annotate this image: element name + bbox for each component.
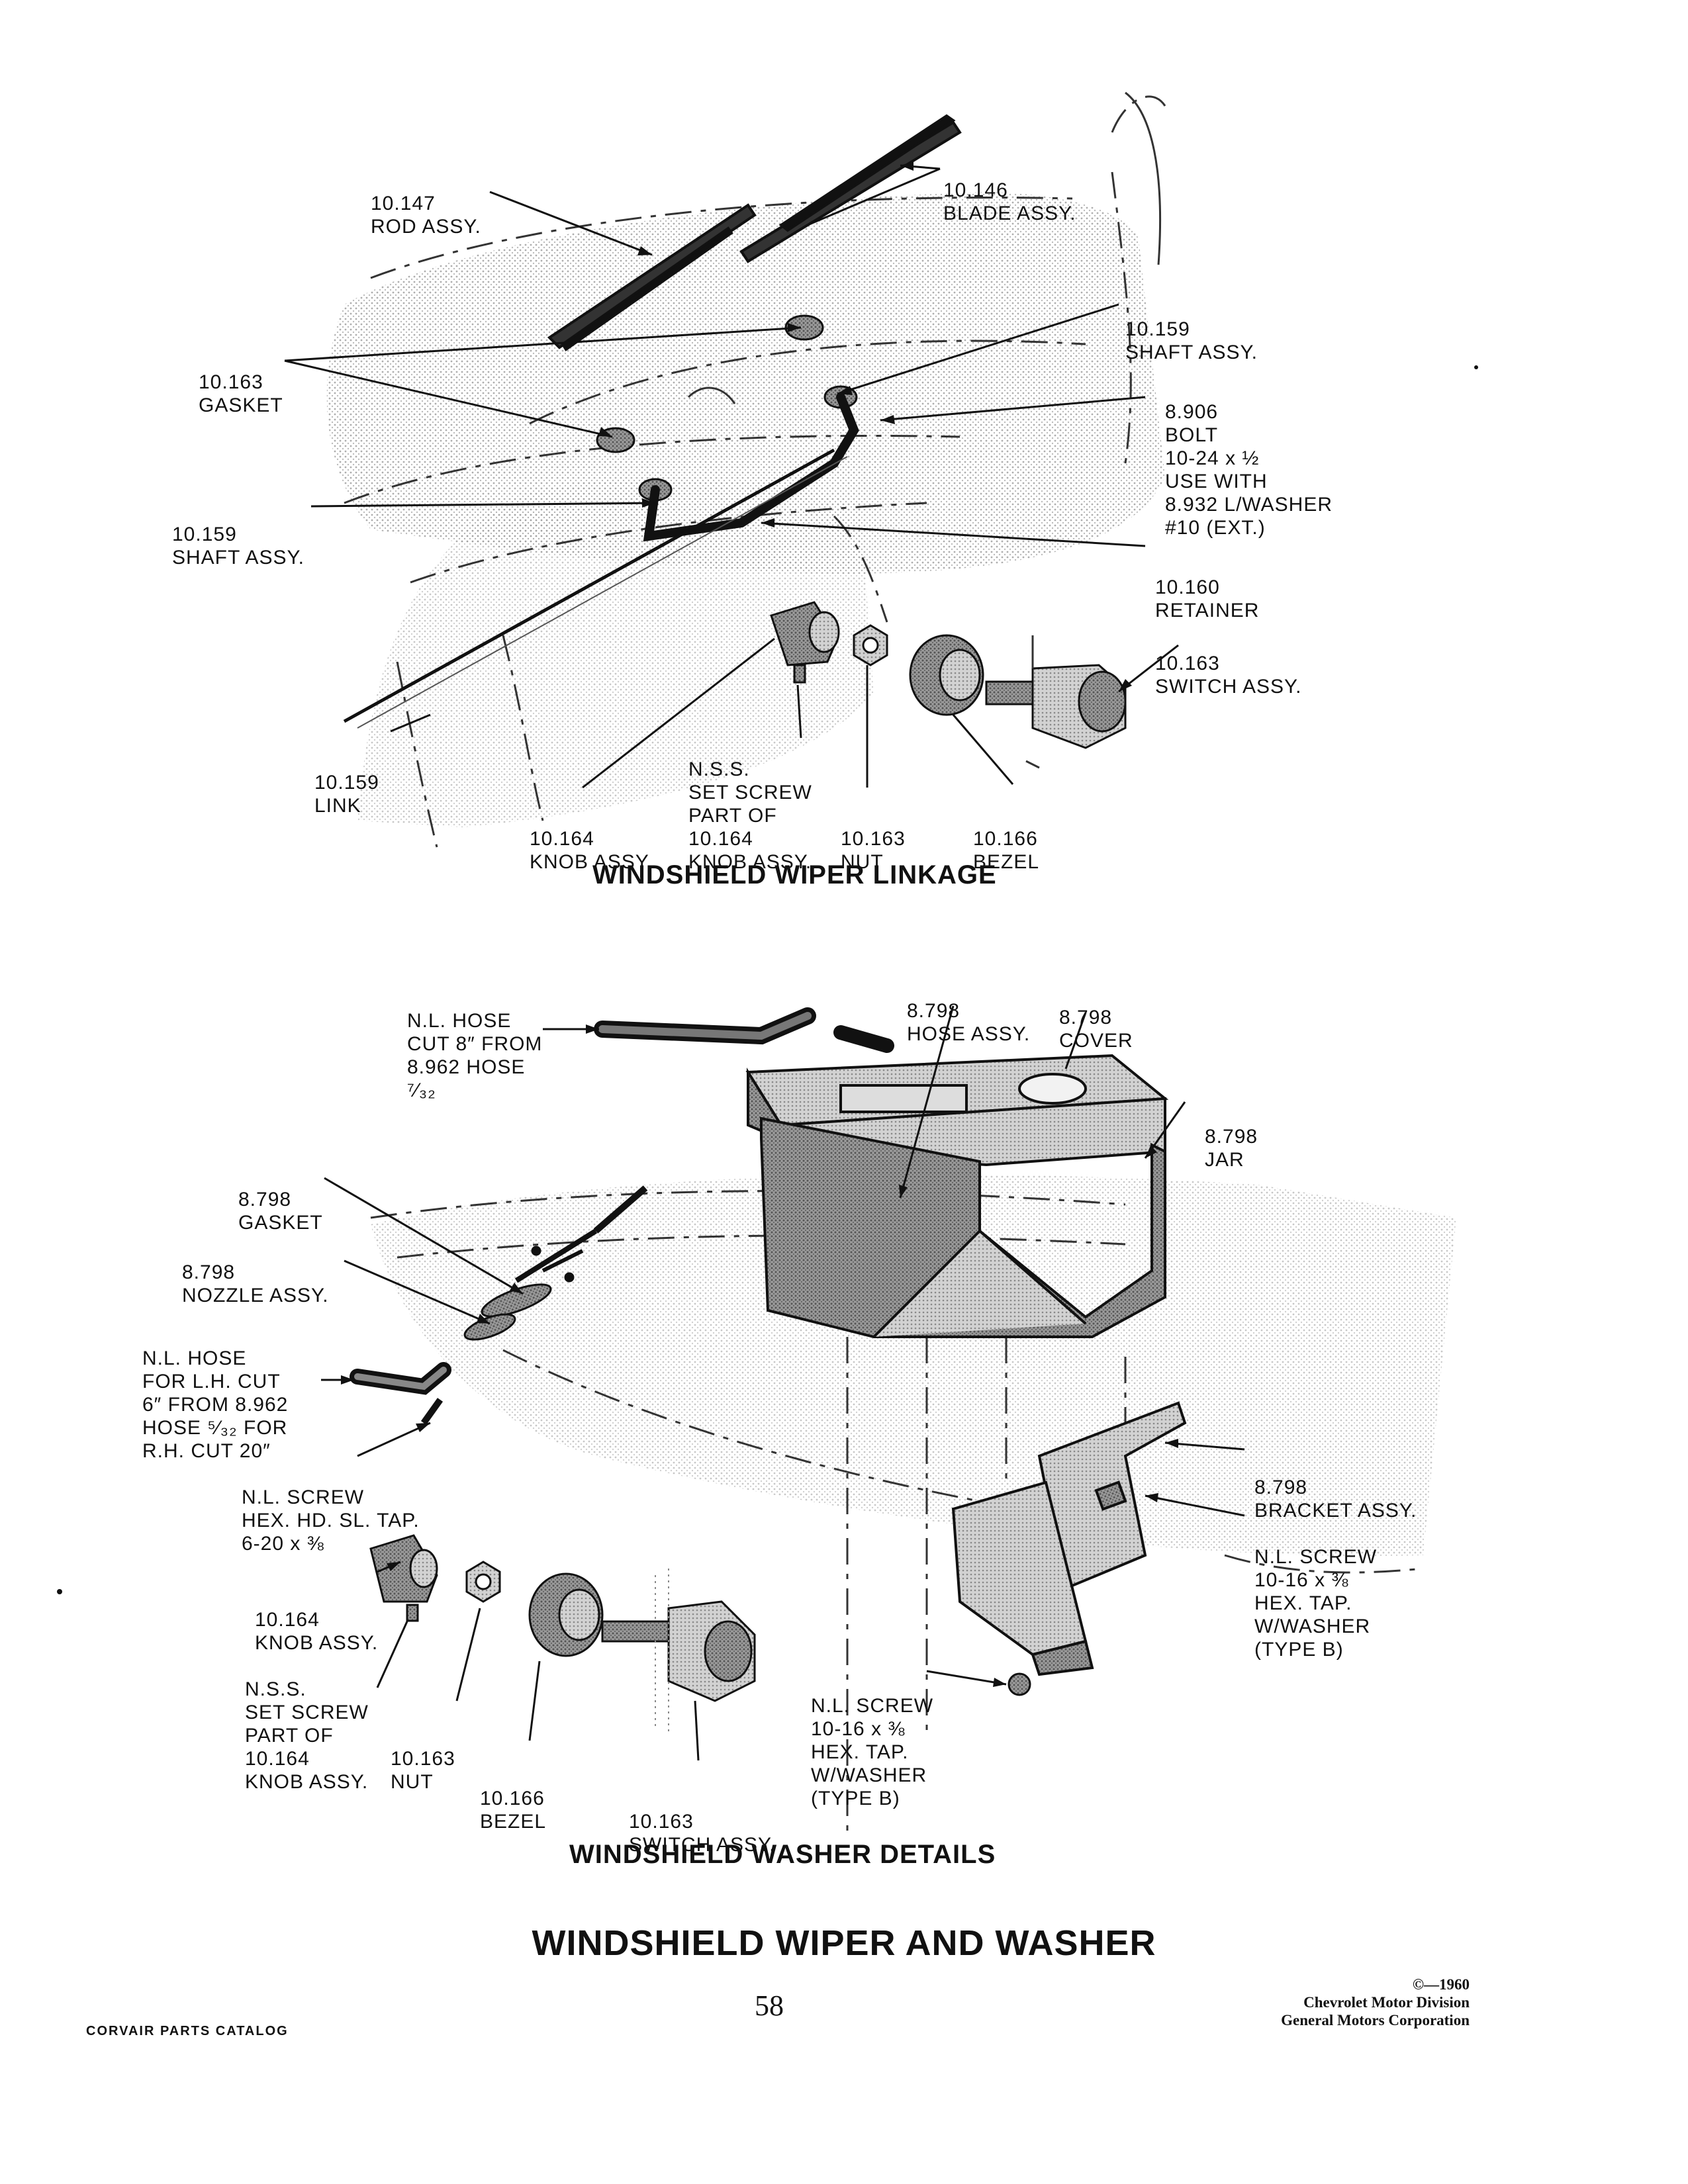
washer-drawing: [321, 1005, 1456, 1840]
wiper-linkage-drawing: [284, 91, 1179, 848]
copyright-corporation: General Motors Corporation: [1281, 2012, 1470, 2028]
copyright-year: ©—1960: [1412, 1976, 1470, 1993]
page-number: 58: [755, 1989, 784, 2022]
caption-wiper-linkage: WINDSHIELD WIPER LINKAGE: [592, 860, 997, 889]
page-title: WINDSHIELD WIPER AND WASHER: [532, 1923, 1156, 1963]
caption-washer-details: WINDSHIELD WASHER DETAILS: [569, 1840, 996, 1869]
copyright-division: Chevrolet Motor Division: [1303, 1994, 1470, 2011]
catalog-name: CORVAIR PARTS CATALOG: [86, 2024, 289, 2038]
copyright-block: ©—1960 Chevrolet Motor Division General …: [1281, 1976, 1470, 2029]
